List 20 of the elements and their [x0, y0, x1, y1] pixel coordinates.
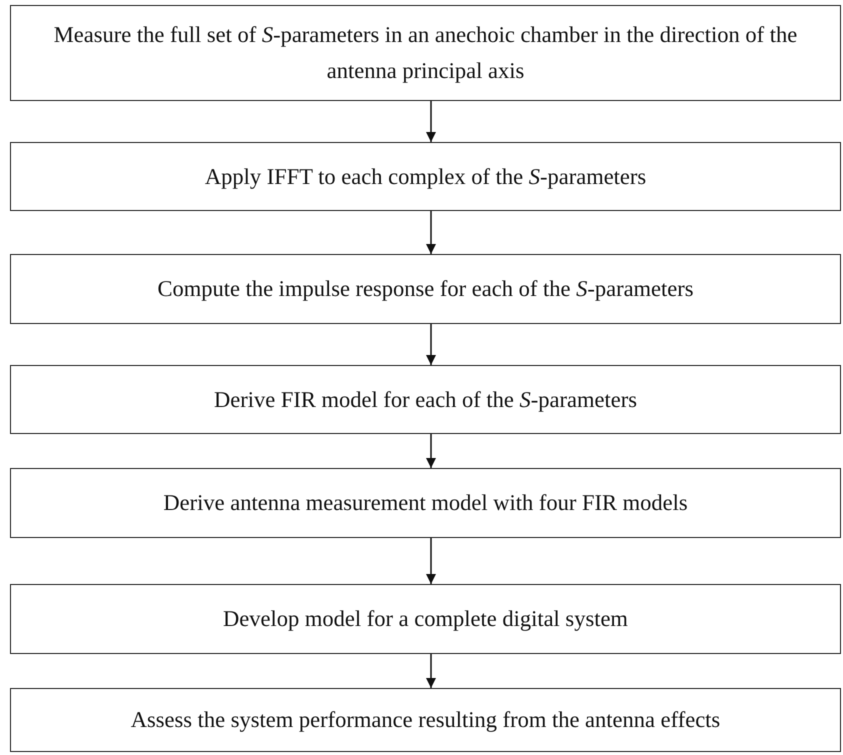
arrow	[426, 101, 436, 142]
arrow	[426, 324, 436, 365]
arrow	[426, 434, 436, 468]
process-box	[10, 688, 841, 752]
process-box	[10, 254, 841, 324]
arrow	[426, 211, 436, 254]
arrow	[426, 538, 436, 584]
process-box	[10, 5, 841, 101]
step-text: Derive antenna measurement model with four FIR models	[163, 489, 688, 517]
process-box	[10, 468, 841, 538]
step-text: Compute the impulse response for each of the S-parameters	[157, 275, 694, 303]
process-box	[10, 584, 841, 654]
step-text: Measure the full set of S-parameters in an anechoic chamber in the direction of the antenna principal axis	[52, 21, 798, 85]
process-box	[10, 142, 841, 211]
arrow	[426, 654, 436, 688]
step-text: Derive FIR model for each of the S-parameters	[214, 386, 637, 414]
step-text: Develop model for a complete digital system	[223, 605, 628, 633]
process-box	[10, 365, 841, 434]
step-text: Assess the system performance resulting from the antenna effects	[130, 706, 720, 734]
step-text: Apply IFFT to each complex of the S-parameters	[204, 162, 646, 191]
